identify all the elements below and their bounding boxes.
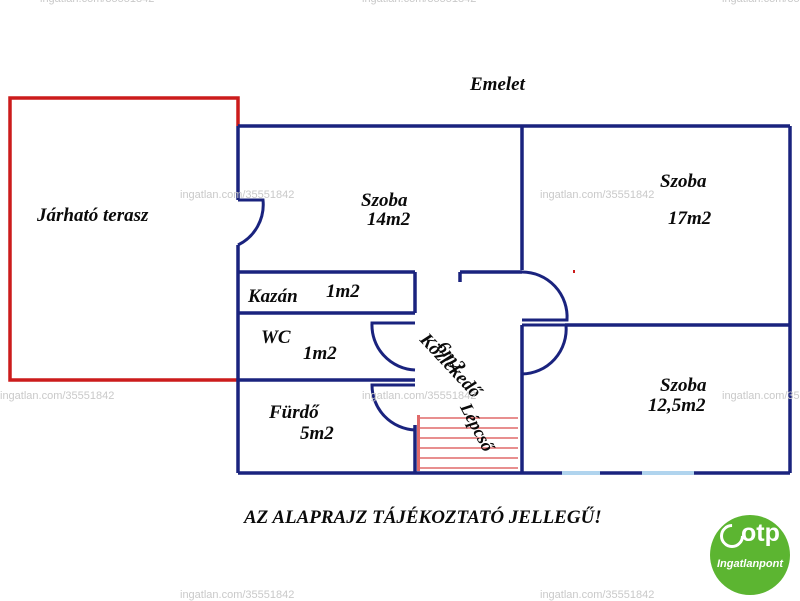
otp-logo: otp Ingatlanpont [710,515,790,595]
watermark: ingatlan.com/35551842 [362,390,477,402]
terrace-outline [8,96,240,382]
watermark: ingatlan.com/35551842 [362,0,476,5]
room-14-name: Szoba [361,190,408,211]
room-14-area: 14m2 [367,209,411,230]
watermark: ingatlan.com/35551842 [722,0,800,5]
room-17-area: 17m2 [668,208,712,229]
terrace-label: Járható terasz [37,205,149,226]
wc-name: WC [261,327,291,348]
wc-area: 1m2 [303,343,337,364]
stairs-rail [417,415,420,471]
watermark: ingatlan.com/35551842 [0,390,115,402]
floor-title: Emelet [470,74,525,95]
watermark: ingatlan.com/35551842 [722,390,800,402]
walls [236,124,792,475]
watermark: ingatlan.com/35551842 [180,189,295,201]
room-17-name: Szoba [660,171,707,192]
wall-marker [573,270,575,273]
boiler-area: 1m2 [326,281,360,302]
watermark: ingatlan.com/35551842 [40,0,154,5]
bath-name: Fürdő [269,402,319,423]
stairs [420,417,518,469]
door-arcs [237,198,569,432]
logo-subtitle: Ingatlanpont [717,558,783,570]
watermark: ingatlan.com/35551842 [180,589,295,601]
watermark: ingatlan.com/35551842 [540,589,655,601]
bath-area: 5m2 [300,423,334,444]
boiler-name: Kazán [248,286,298,307]
disclaimer-notice: AZ ALAPRAJZ TÁJÉKOZTATÓ JELLEGŰ! [244,507,602,528]
room-12-area: 12,5m2 [648,395,706,416]
logo-brand: otp [741,519,780,547]
watermark: ingatlan.com/35551842 [540,189,655,201]
room-12-name: Szoba [660,375,707,396]
